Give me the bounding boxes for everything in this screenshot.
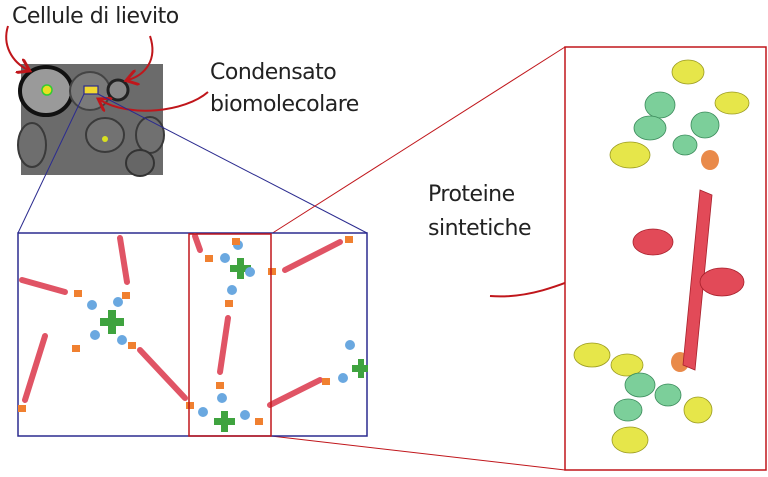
- label-condensate-line2: biomolecolare: [210, 92, 359, 117]
- label-proteins-line1: Proteine: [428, 182, 515, 207]
- pentagon-domains: [87, 240, 355, 420]
- zoom-lines: [17, 46, 566, 471]
- hub-proteins: [100, 258, 368, 432]
- microscope-image: [17, 64, 165, 177]
- rod-proteins: [19, 233, 343, 408]
- label-proteins-line2: sintetiche: [428, 216, 532, 241]
- condensate-highlight-box: [83, 85, 99, 95]
- label-yeast-cells: Cellule di lievito: [12, 4, 179, 29]
- green-domains: [613, 91, 720, 422]
- protein-structure-panel: [564, 46, 767, 471]
- red-rod-domains: [632, 189, 745, 371]
- protein-network-panel: [17, 232, 368, 437]
- selected-protein-box: [188, 233, 272, 437]
- label-condensate-line1: Condensato: [210, 60, 337, 85]
- wedge-domains: [18, 236, 353, 425]
- yellow-domains: [573, 59, 750, 454]
- orange-domains: [671, 150, 719, 372]
